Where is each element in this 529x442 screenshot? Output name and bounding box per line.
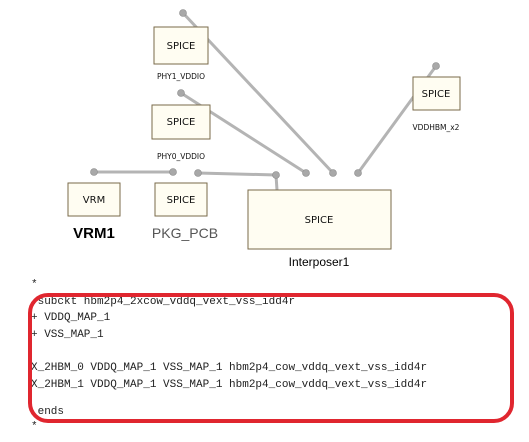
pin-vrm-top[interactable] [90,168,98,176]
pin-interposer-2[interactable] [329,169,337,177]
block-interposer-caption: Interposer1 [289,255,350,269]
netlist-line-instance: X_2HBM_0 VDDQ_MAP_1 VSS_MAP_1 hbm2p4_cow… [31,362,428,374]
block-phy0-vddio[interactable]: SPICE PHY0_VDDIO [151,104,211,161]
block-interposer1[interactable]: SPICE Interposer1 [247,189,392,269]
netlist-line-subckt: .subckt hbm2p4_2xcow_vddq_vext_vss_idd4r [31,296,296,308]
netlist-line: + VSS_MAP_1 [31,329,104,341]
block-vddhbm[interactable]: SPICE VDDHBM_x2 [412,76,461,132]
block-phy0-type: SPICE [167,117,196,128]
block-vrm1-type: VRM [83,195,105,206]
pin-pkg-left[interactable] [169,168,177,176]
pin-vddhbm-top[interactable] [432,62,440,70]
netlist-line: * [31,279,38,291]
pin-phy1-top[interactable] [179,9,187,17]
block-phy0-box [151,104,211,140]
pin-interposer-1[interactable] [302,169,310,177]
block-vrm1-caption: VRM1 [73,225,115,242]
wire-pkg-interposer [196,171,279,192]
block-pkg-box [154,182,208,217]
pin-pkg-out[interactable] [272,171,280,179]
wires [92,11,438,192]
block-pkg-caption: PKG_PCB [152,225,218,241]
pin-interposer-3[interactable] [354,169,362,177]
block-interposer-box [247,189,392,250]
block-phy1-box [153,26,209,65]
block-vrm1-box [67,182,121,217]
block-interposer-type: SPICE [305,215,334,226]
netlist-line: + VDDQ_MAP_1 [31,312,111,324]
block-pkg-pcb[interactable]: SPICE PKG_PCB [152,182,218,241]
pins [90,9,440,179]
block-vddhbm-box [412,76,461,111]
pin-phy0-top[interactable] [177,89,185,97]
netlist-line-ends: .ends [31,406,65,418]
netlist-line-instance: X_2HBM_1 VDDQ_MAP_1 VSS_MAP_1 hbm2p4_cow… [31,379,428,391]
block-phy1-type: SPICE [167,41,196,52]
block-phy1-caption: PHY1_VDDIO [157,72,205,81]
block-vddhbm-type: SPICE [422,89,451,100]
block-pkg-type: SPICE [167,195,196,206]
block-vddhbm-caption: VDDHBM_x2 [413,123,460,132]
pin-pkg-right[interactable] [194,169,202,177]
block-vrm1[interactable]: VRM VRM1 [67,182,121,242]
block-phy0-caption: PHY0_VDDIO [157,152,205,161]
netlist-line: * [31,421,38,433]
block-phy1-vddio[interactable]: SPICE PHY1_VDDIO [153,26,209,81]
